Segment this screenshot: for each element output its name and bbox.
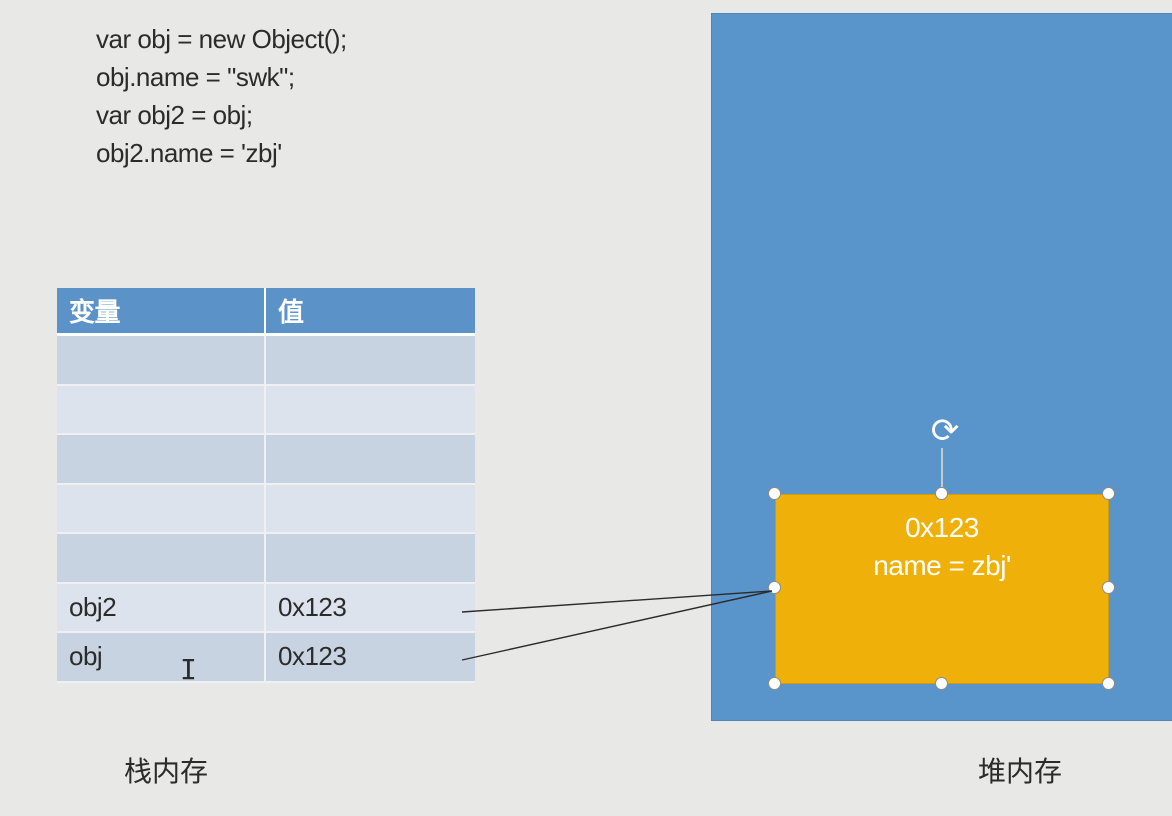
code-snippet: var obj = new Object(); obj.name = "swk"… (96, 20, 347, 172)
cell-variable[interactable]: obj (57, 633, 266, 681)
cell-variable[interactable] (57, 484, 266, 532)
header-variable: 变量 (57, 288, 266, 333)
table-row[interactable] (57, 385, 475, 435)
cell-variable[interactable] (57, 336, 266, 384)
code-line-2: obj.name = "swk"; (96, 62, 295, 92)
resize-handle-middle-right[interactable] (1102, 581, 1115, 594)
resize-handle-top-left[interactable] (768, 487, 781, 500)
code-line-4: obj2.name = 'zbj' (96, 138, 282, 168)
table-row[interactable] (57, 534, 475, 584)
table-header: 变量 值 (57, 288, 475, 336)
resize-handle-bottom-right[interactable] (1102, 677, 1115, 690)
cell-value[interactable]: 0x123 (278, 591, 347, 622)
resize-handle-top-right[interactable] (1102, 487, 1115, 500)
cell-value[interactable]: 0x123 (278, 641, 347, 672)
stack-memory-table[interactable]: 变量 值 obj2 0x123 obj 0x123 (57, 288, 475, 683)
resize-handle-bottom-left[interactable] (768, 677, 781, 690)
resize-handle-top-center[interactable] (935, 487, 948, 500)
stack-memory-label: 栈内存 (124, 756, 209, 787)
heap-memory-label: 堆内存 (978, 756, 1063, 787)
cell-variable[interactable]: obj2 (57, 583, 266, 631)
cell-variable[interactable] (57, 435, 266, 483)
resize-handle-bottom-center[interactable] (935, 677, 948, 690)
obj-reference-line (461, 590, 773, 661)
table-row[interactable] (57, 336, 475, 386)
code-line-3: var obj2 = obj; (96, 100, 253, 130)
cell-variable[interactable] (57, 534, 266, 582)
text-cursor-icon: I (180, 653, 197, 686)
header-value: 值 (278, 297, 304, 327)
table-row[interactable]: obj2 0x123 (57, 583, 475, 633)
rotate-handle-icon[interactable]: ⟳ (930, 412, 960, 450)
object-address: 0x123 (905, 512, 979, 543)
table-row[interactable] (57, 484, 475, 534)
table-row[interactable]: obj 0x123 (57, 633, 475, 683)
table-row[interactable] (57, 435, 475, 485)
rotate-stem (941, 448, 943, 494)
object-content: name = zbj' (873, 550, 1011, 581)
cell-variable[interactable] (57, 385, 266, 433)
heap-object-box[interactable]: 0x123 name = zbj' (775, 494, 1109, 684)
code-line-1: var obj = new Object(); (96, 24, 347, 54)
obj2-reference-line (461, 590, 773, 613)
